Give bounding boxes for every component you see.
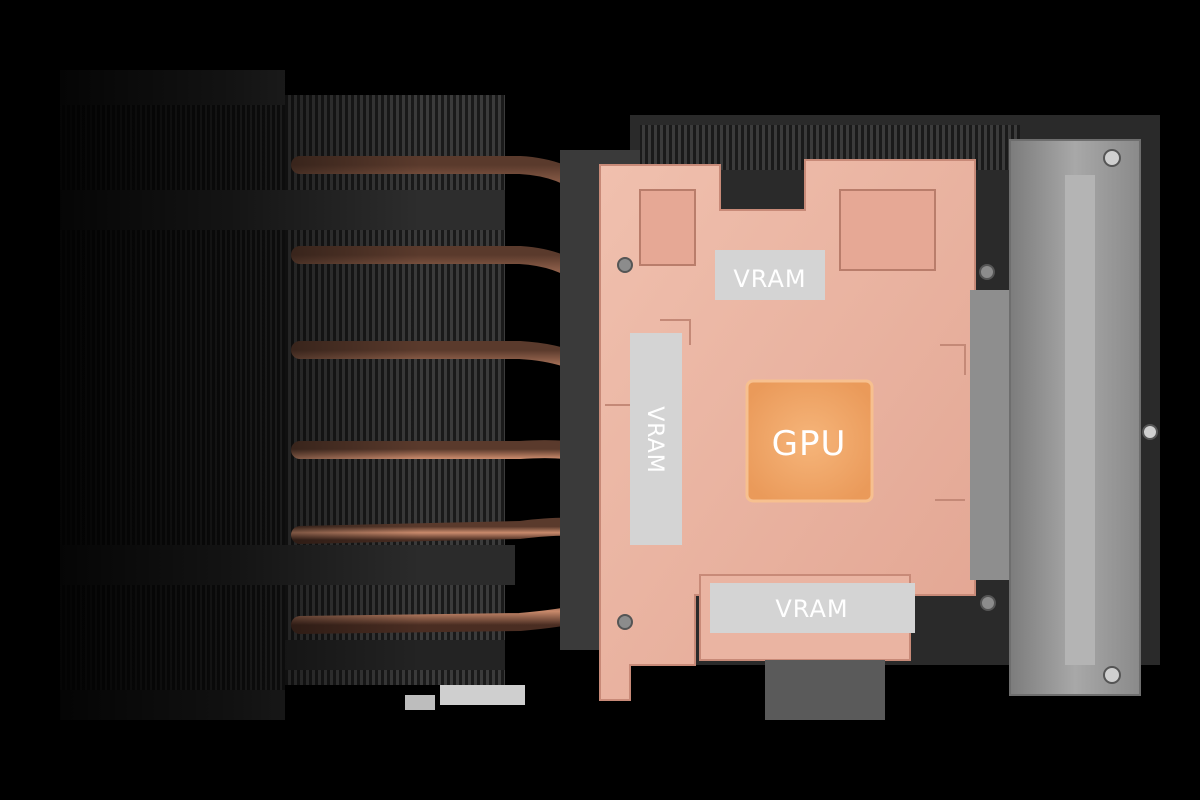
vram-left-label: VRAM [642, 406, 667, 473]
side-rail [970, 290, 1010, 580]
vram-pad-top: VRAM [715, 250, 825, 300]
vram-pad-left: VRAM [630, 333, 682, 545]
io-bracket [1009, 139, 1158, 696]
vram-top-label: VRAM [733, 265, 806, 293]
gpu-core: GPU [745, 379, 874, 503]
vram-pad-bottom: VRAM [710, 583, 915, 633]
bottom-connectors [405, 660, 885, 720]
gpu-label: GPU [772, 424, 847, 464]
vram-bottom-label: VRAM [775, 595, 848, 623]
fade-overlay [0, 0, 420, 800]
